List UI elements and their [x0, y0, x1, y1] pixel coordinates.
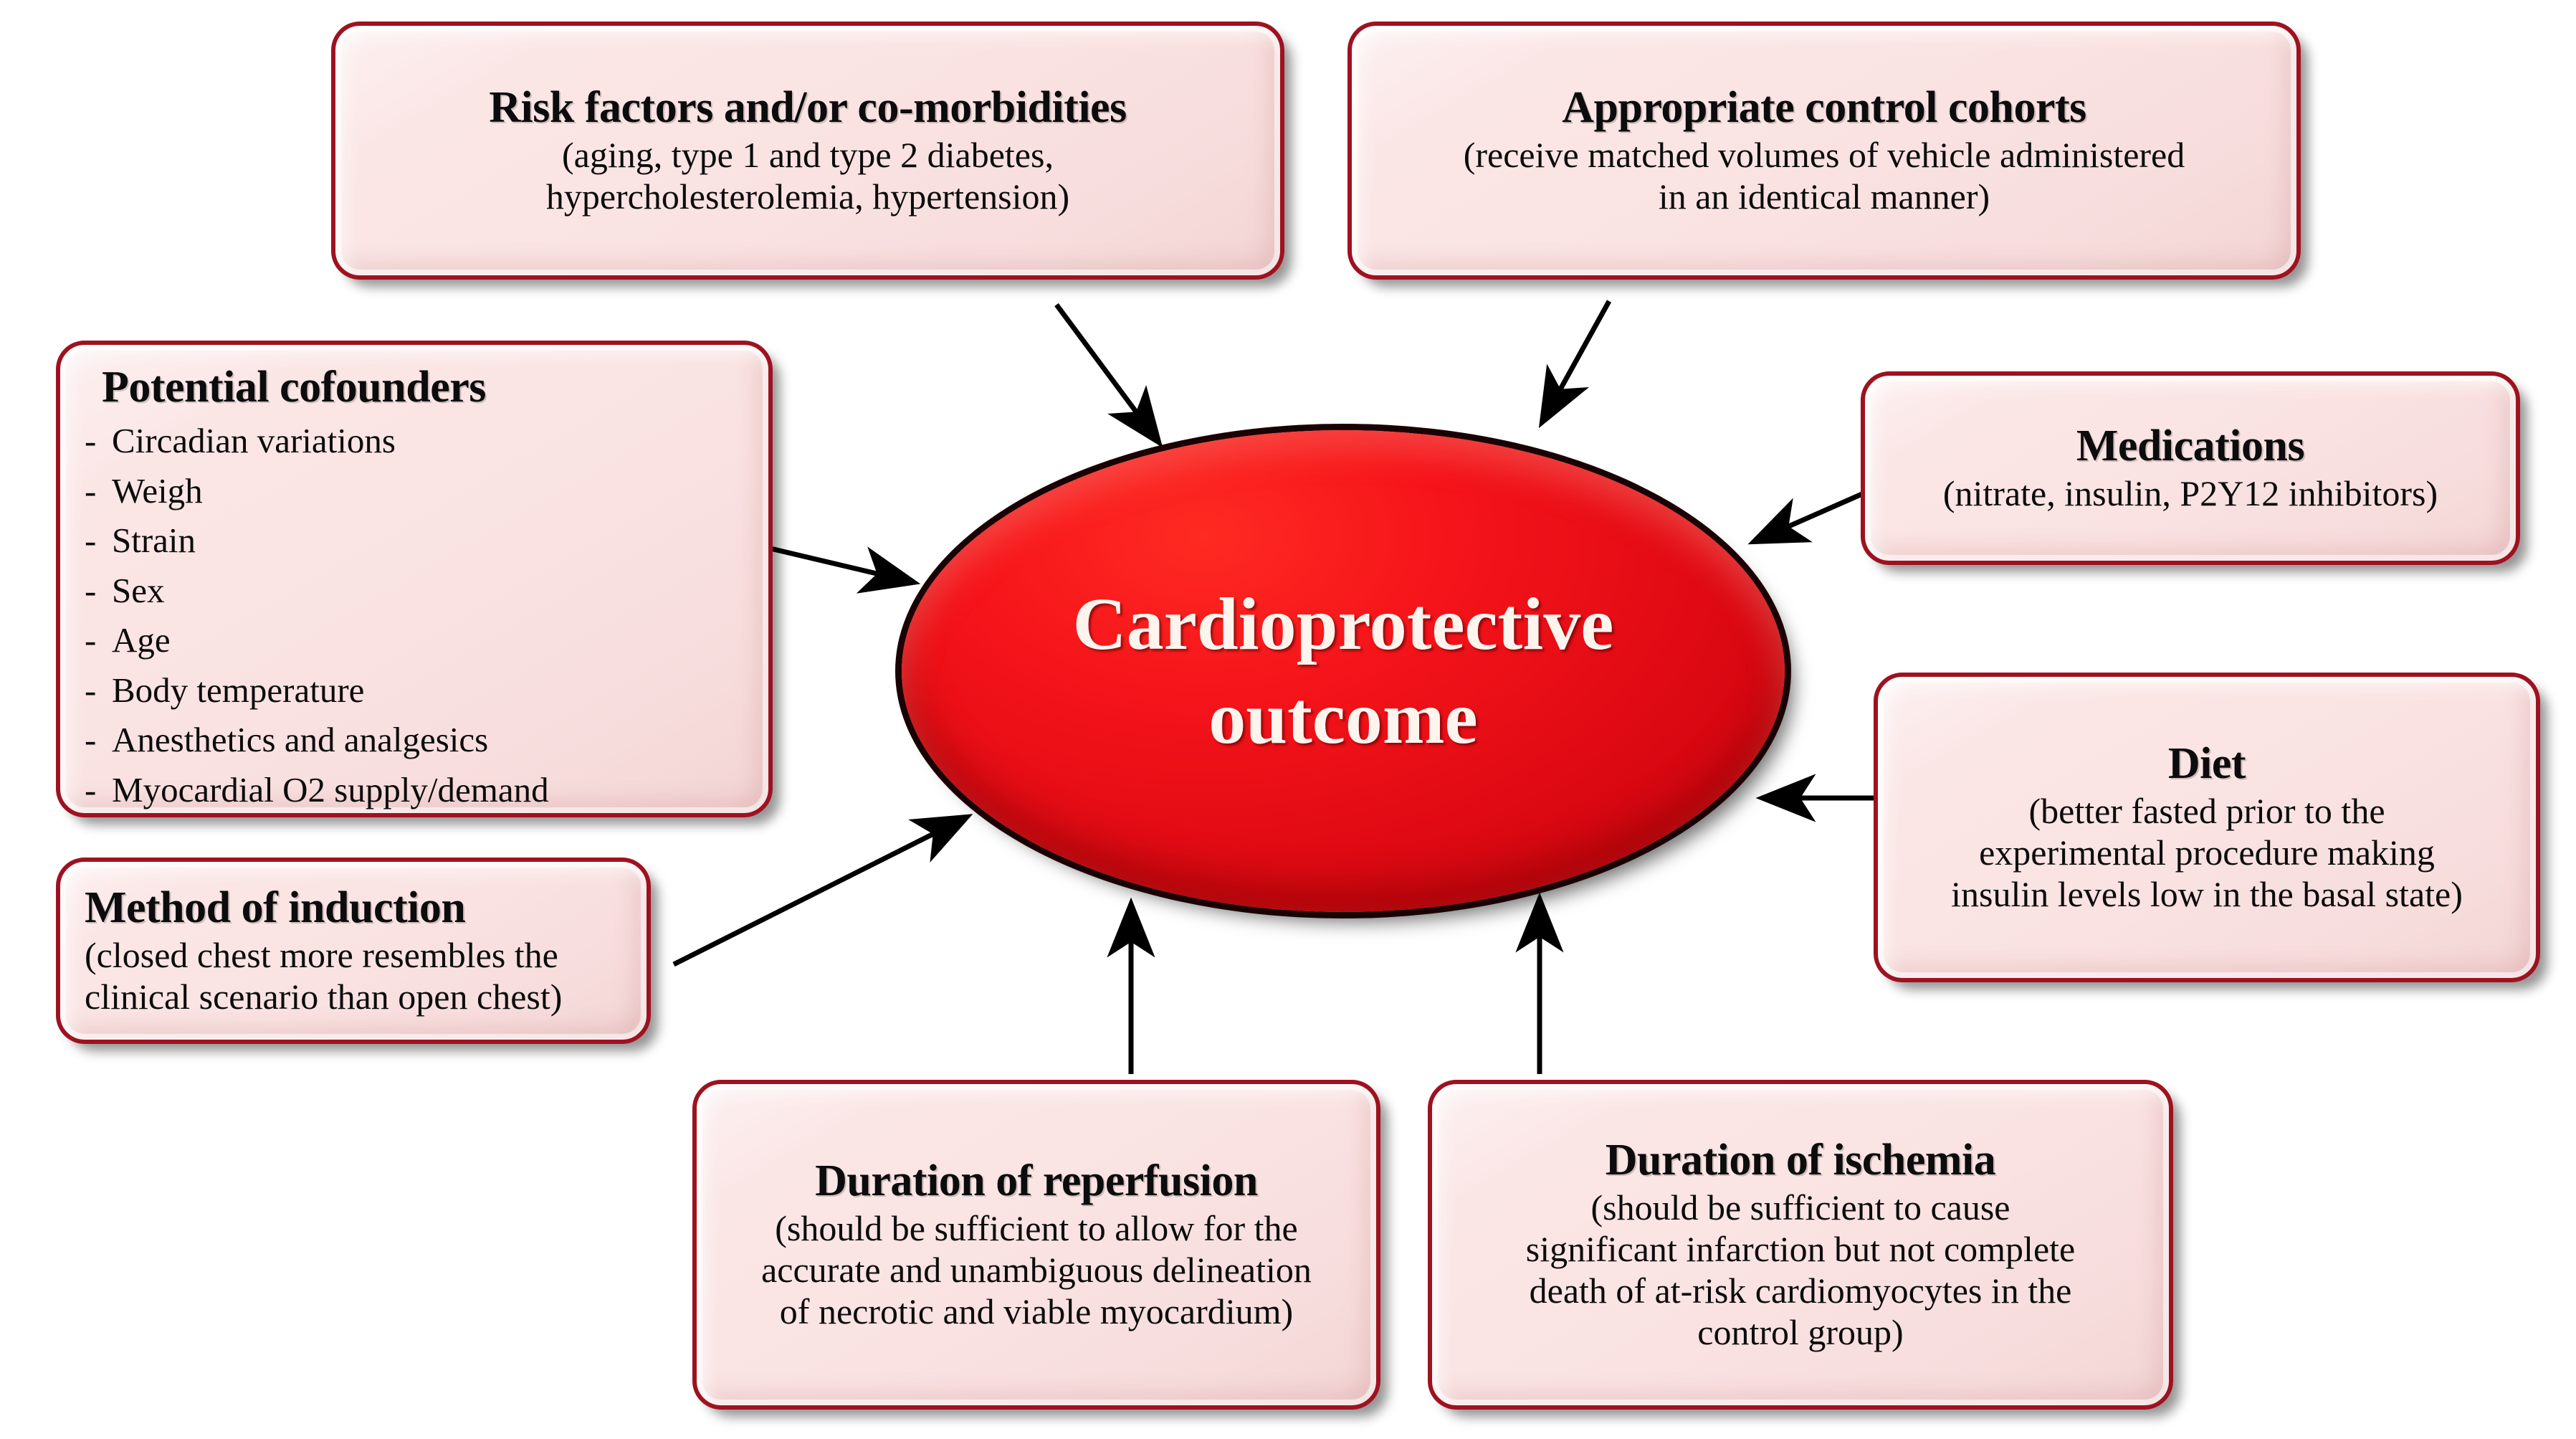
- node-potential-cofounders-title: Potential cofounders: [102, 363, 486, 412]
- node-control-cohorts[interactable]: Appropriate control cohorts (receive mat…: [1347, 22, 2301, 280]
- list-item-label: Sex: [112, 570, 165, 610]
- node-control-cohorts-sub-line2: in an identical manner): [1658, 176, 1990, 217]
- list-item-label: Strain: [112, 521, 196, 561]
- node-potential-cofounders[interactable]: Potential cofounders -Circadian variatio…: [56, 341, 773, 817]
- node-medications-sub-line1: (nitrate, insulin, P2Y12 inhibitors): [1942, 473, 2438, 514]
- cofounders-list: -Circadian variations -Weigh -Strain -Se…: [85, 416, 744, 815]
- list-item: -Circadian variations: [85, 416, 744, 466]
- list-item-label: Myocardial O2 supply/demand: [112, 770, 549, 809]
- node-diet-sub-line3: insulin levels low in the basal state): [1951, 874, 2463, 915]
- node-medications[interactable]: Medications (nitrate, insulin, P2Y12 inh…: [1861, 371, 2520, 565]
- list-item: -Body temperature: [85, 665, 744, 716]
- list-item: -Sex: [85, 566, 744, 616]
- node-diet-sub-line1: (better fasted prior to the: [2028, 791, 2385, 832]
- node-diet-sub-line2: experimental procedure making: [1979, 832, 2435, 873]
- list-item-label: Age: [112, 620, 171, 660]
- node-duration-of-ischemia-title: Duration of ischemia: [1605, 1135, 1996, 1184]
- node-duration-of-reperfusion[interactable]: Duration of reperfusion (should be suffi…: [692, 1080, 1380, 1410]
- list-item: -Weigh: [85, 466, 744, 516]
- node-duration-of-ischemia-sub-line4: control group): [1697, 1312, 1904, 1353]
- arrow-control-cohorts-to-hub: [1538, 300, 1612, 429]
- node-duration-of-reperfusion-title: Duration of reperfusion: [815, 1156, 1258, 1205]
- node-control-cohorts-sub-line1: (receive matched volumes of vehicle admi…: [1463, 135, 2185, 176]
- list-item-label: Circadian variations: [112, 420, 396, 460]
- node-duration-of-ischemia[interactable]: Duration of ischemia (should be sufficie…: [1428, 1080, 2173, 1410]
- bullet-dash: -: [85, 470, 97, 510]
- node-duration-of-ischemia-sub-line1: (should be sufficient to cause: [1590, 1187, 2010, 1228]
- list-item: -Anesthetics and analgesics: [85, 715, 744, 765]
- list-item: -Age: [85, 615, 744, 665]
- bullet-dash: -: [85, 670, 97, 710]
- node-diet[interactable]: Diet (better fasted prior to the experim…: [1874, 673, 2540, 982]
- node-risk-factors-sub-line1: (aging, type 1 and type 2 diabetes,: [562, 135, 1054, 176]
- node-duration-of-ischemia-sub-line2: significant infarction but not complete: [1525, 1229, 2076, 1270]
- node-method-of-induction[interactable]: Method of induction (closed chest more r…: [56, 858, 651, 1044]
- bullet-dash: -: [85, 720, 97, 760]
- list-item-label: Weigh: [112, 470, 203, 510]
- bullet-dash: -: [85, 521, 97, 561]
- arrow-risk-factors-to-hub: [1054, 303, 1163, 448]
- node-control-cohorts-title: Appropriate control cohorts: [1562, 82, 2086, 132]
- arrow-medications-to-hub: [1747, 488, 1870, 545]
- central-outcome-ellipse[interactable]: Cardioprotective outcome: [902, 430, 1785, 912]
- list-item: -Myocardial O2 supply/demand: [85, 765, 744, 815]
- node-method-of-induction-sub-line2: clinical scenario than open chest): [85, 977, 563, 1017]
- list-item-label: Body temperature: [112, 670, 365, 710]
- list-item-label: Anesthetics and analgesics: [112, 720, 489, 760]
- node-diet-title: Diet: [2167, 739, 2246, 788]
- node-duration-of-reperfusion-sub-line1: (should be sufficient to allow for the: [775, 1208, 1298, 1249]
- node-medications-title: Medications: [2076, 421, 2305, 470]
- node-risk-factors-sub-line2: hypercholesterolemia, hypertension): [545, 176, 1070, 217]
- node-risk-factors-title: Risk factors and/or co-morbidities: [489, 82, 1127, 132]
- central-outcome-label: Cardioprotective outcome: [1072, 582, 1614, 759]
- arrow-method-of-induction-to-hub: [672, 814, 973, 967]
- node-risk-factors[interactable]: Risk factors and/or co-morbidities (agin…: [331, 22, 1284, 280]
- node-method-of-induction-sub-line1: (closed chest more resembles the: [85, 935, 558, 976]
- bullet-dash: -: [85, 420, 97, 460]
- bullet-dash: -: [85, 570, 97, 610]
- node-duration-of-reperfusion-sub-line2: accurate and unambiguous delineation: [761, 1250, 1312, 1291]
- list-item: -Strain: [85, 516, 744, 566]
- arrow-cofounders-to-hub: [770, 546, 921, 594]
- bullet-dash: -: [85, 620, 97, 660]
- bullet-dash: -: [85, 770, 97, 809]
- node-method-of-induction-title: Method of induction: [85, 883, 466, 932]
- node-duration-of-reperfusion-sub-line3: of necrotic and viable myocardium): [779, 1291, 1294, 1332]
- node-duration-of-ischemia-sub-line3: death of at-risk cardiomyocytes in the: [1529, 1271, 2072, 1311]
